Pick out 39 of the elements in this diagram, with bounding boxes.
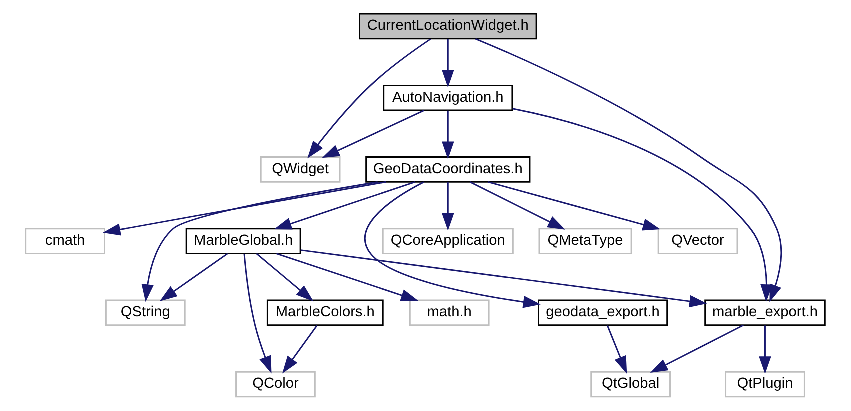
node-box: cmath <box>25 228 106 254</box>
node-box: AutoNavigation.h <box>383 84 514 112</box>
node-box: CurrentLocationWidget.h <box>359 13 538 40</box>
arrow <box>142 182 378 302</box>
node-box: QCoreApplication <box>382 228 514 254</box>
arrow <box>650 324 744 374</box>
arrow <box>308 38 432 159</box>
node-box: QWidget <box>260 156 341 183</box>
node-box: math.h <box>409 300 490 326</box>
arrow <box>442 182 454 231</box>
node-box: MarbleGlobal.h <box>186 228 302 254</box>
node-box: QMetaType <box>538 228 632 254</box>
arrow <box>364 182 541 308</box>
arrow <box>512 108 773 302</box>
arrow <box>274 182 416 230</box>
arrow <box>606 325 628 374</box>
node-box: QString <box>105 300 186 326</box>
node-box: QVector <box>658 228 738 254</box>
arrow <box>300 250 708 308</box>
arrow <box>442 39 454 88</box>
node-box: marble_export.h <box>704 300 826 326</box>
arrow <box>470 182 566 230</box>
arrow <box>276 253 419 302</box>
arrow <box>322 110 425 158</box>
arrow <box>282 325 318 374</box>
arrow <box>759 326 772 374</box>
arrow <box>475 38 782 302</box>
node-box: geodata_export.h <box>538 300 668 326</box>
node-box: MarbleColors.h <box>266 300 384 326</box>
arrow <box>488 182 661 231</box>
node-box: QtPlugin <box>725 371 806 398</box>
node-box: GeoDataCoordinates.h <box>366 156 531 183</box>
arrow <box>244 254 272 374</box>
arrow <box>160 253 228 302</box>
arrow <box>103 181 386 236</box>
node-box: QColor <box>236 371 316 398</box>
arrow <box>442 110 454 160</box>
node-box: QtGlobal <box>590 371 671 398</box>
arrow <box>256 253 314 302</box>
